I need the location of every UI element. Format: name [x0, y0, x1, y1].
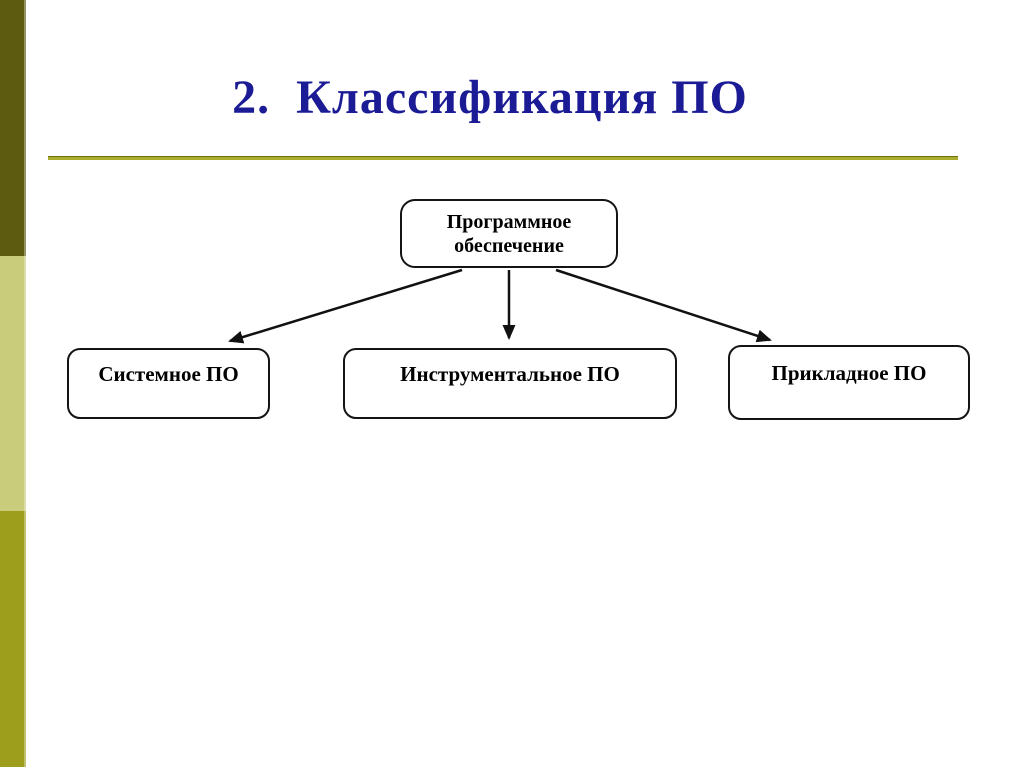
sidebar-band-light-green [0, 256, 26, 511]
diagram-node-applied-software: Прикладное ПО [728, 345, 970, 420]
edge-root-to-applied [555, 268, 772, 343]
edge-root-to-system [228, 268, 463, 344]
diagram-node-software: Программное обеспечение [400, 199, 618, 268]
title-divider-rule [48, 156, 958, 160]
sidebar-band-dark-olive [0, 0, 26, 256]
sidebar-band-olive [0, 511, 26, 767]
slide-title: 2. Классификация ПО [232, 71, 748, 125]
sidebar-decoration [0, 0, 26, 767]
diagram-node-system-software: Системное ПО [67, 348, 270, 419]
diagram-node-instrumental-software: Инструментальное ПО [343, 348, 677, 419]
